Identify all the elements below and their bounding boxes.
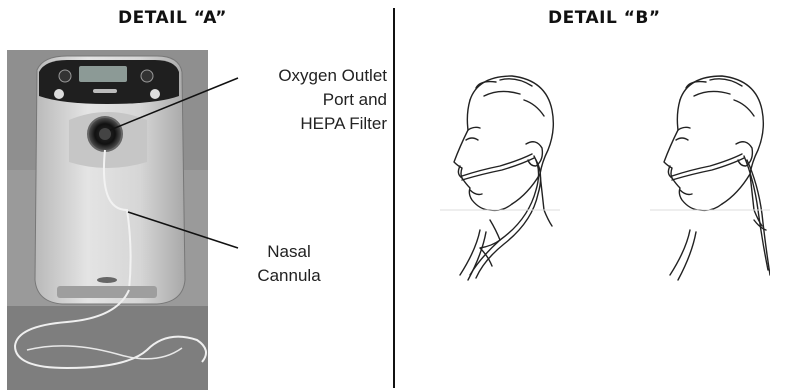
- detail-a-heading: DETAIL “A”: [118, 8, 227, 28]
- detail-b-heading: DETAIL “B”: [548, 8, 661, 28]
- head-illustration-cannula-behind: [650, 70, 770, 285]
- concentrator-photo: [7, 50, 208, 390]
- callout-line: Oxygen Outlet: [233, 64, 387, 88]
- callout-line: Cannula: [244, 264, 334, 288]
- section-divider: [393, 8, 395, 388]
- callout-line: HEPA Filter: [233, 112, 387, 136]
- oxygen-outlet-port-callout: Oxygen Outlet Port and HEPA Filter: [233, 64, 387, 136]
- callout-line: Nasal: [244, 240, 334, 264]
- head-illustration-cannula-front: [440, 70, 560, 285]
- callout-line: Port and: [233, 88, 387, 112]
- nasal-cannula-callout: Nasal Cannula: [244, 240, 334, 288]
